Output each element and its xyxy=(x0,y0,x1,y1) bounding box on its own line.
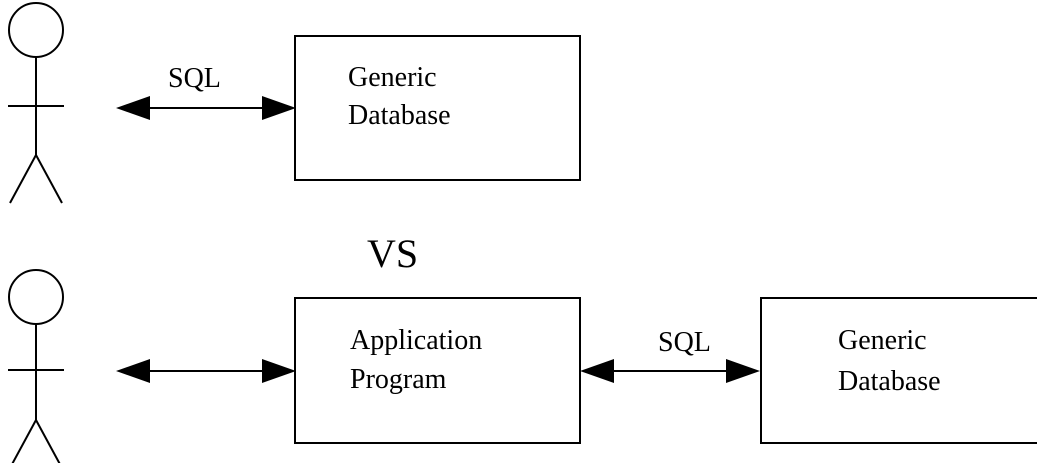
arrowhead-right xyxy=(262,359,296,383)
database-bottom-line2: Database xyxy=(838,366,941,397)
arrowhead-left xyxy=(116,96,150,120)
sql-arrow-bottom xyxy=(580,359,760,383)
user-figure-bottom-left-leg xyxy=(11,419,37,463)
user-figure-top xyxy=(8,2,64,204)
sql-arrow-top xyxy=(116,96,296,120)
sql-label-top: SQL xyxy=(168,63,221,94)
user-figure-top-left-leg xyxy=(9,154,37,204)
database-box-bottom xyxy=(760,297,1037,444)
user-app-arrow xyxy=(116,359,296,383)
database-top-line1: Generic xyxy=(348,62,437,93)
arrowhead-left xyxy=(116,359,150,383)
arrowhead-right xyxy=(726,359,760,383)
user-figure-bottom-right-leg xyxy=(35,419,61,463)
database-top-line2: Database xyxy=(348,100,451,131)
vs-label: VS xyxy=(367,231,419,276)
user-figure-bottom xyxy=(8,269,64,463)
user-figure-top-head xyxy=(8,2,64,58)
arrowhead-left xyxy=(580,359,614,383)
application-box xyxy=(294,297,581,444)
user-figure-top-right-leg xyxy=(35,154,63,204)
database-box-top xyxy=(294,35,581,181)
database-bottom-line1: Generic xyxy=(838,325,927,356)
arrowhead-right xyxy=(262,96,296,120)
application-line1: Application xyxy=(350,325,483,356)
application-line2: Program xyxy=(350,364,447,395)
sql-label-bottom: SQL xyxy=(658,327,711,358)
user-figure-bottom-head xyxy=(8,269,64,325)
